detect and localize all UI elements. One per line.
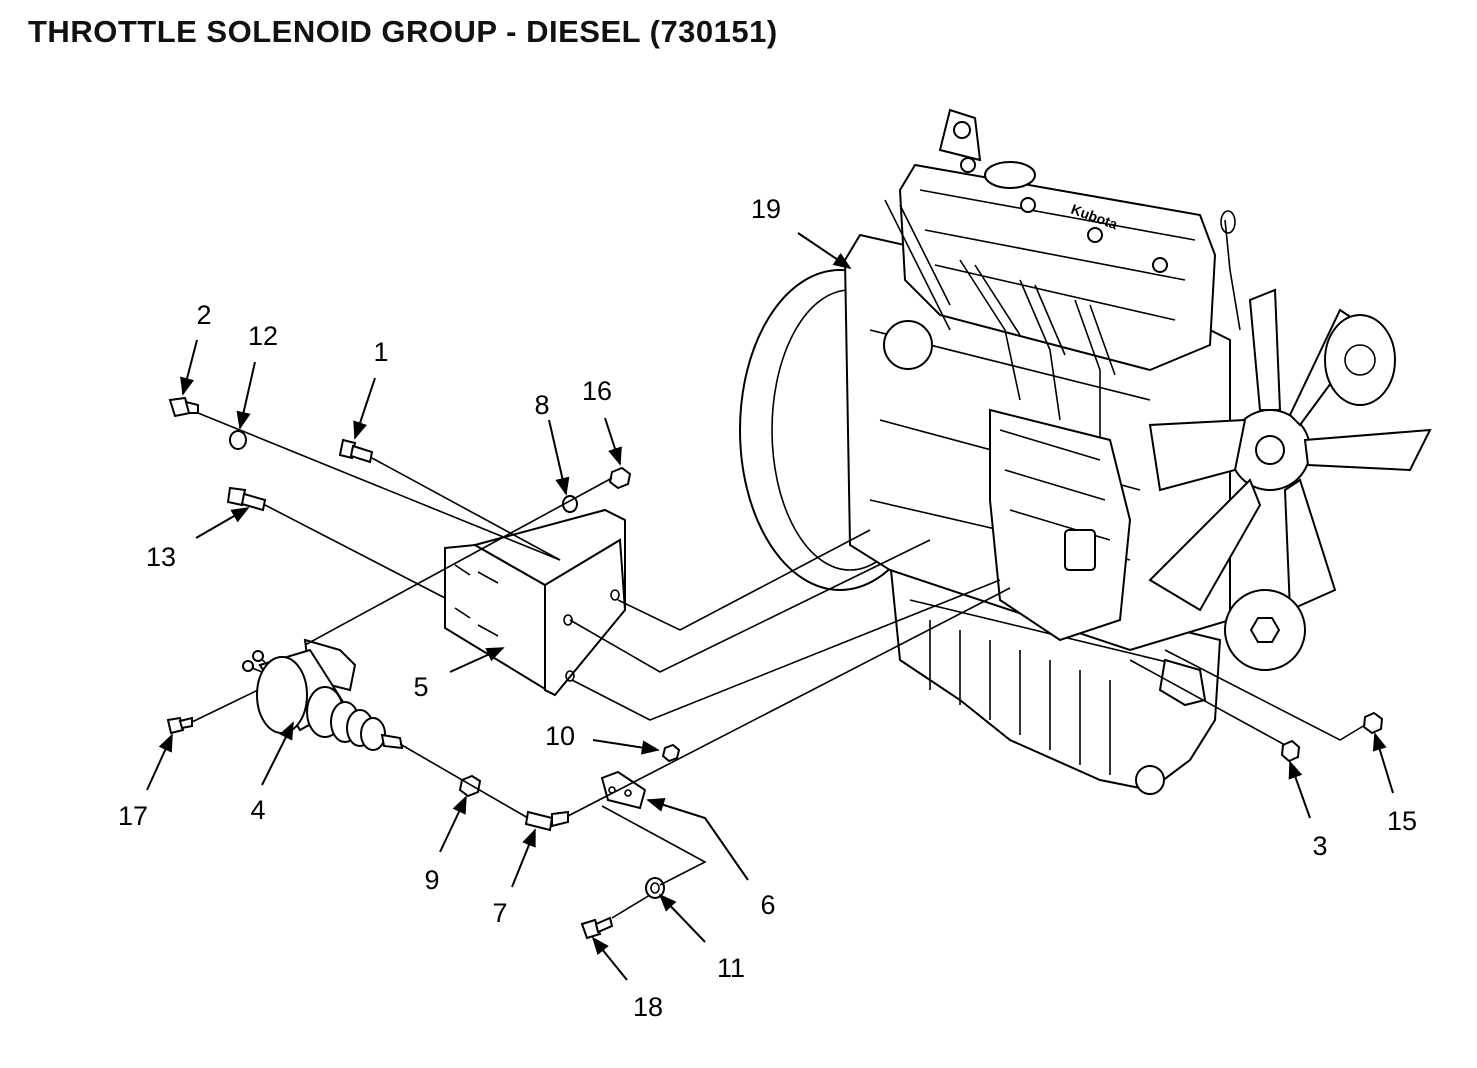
part-18-bolt [580, 916, 614, 940]
part-11-spacer [645, 877, 665, 899]
callout-3: 3 [1312, 831, 1327, 861]
callout-8: 8 [534, 390, 549, 420]
part-6-plate [600, 770, 647, 810]
part-3-nut [1280, 739, 1301, 763]
part-2-bolt [168, 396, 199, 418]
callout-16: 16 [582, 376, 612, 406]
callout-15: 15 [1387, 806, 1417, 836]
callout-7: 7 [492, 898, 507, 928]
callout-10: 10 [545, 721, 575, 751]
callout-1: 1 [373, 337, 388, 367]
part-10-nut [661, 743, 681, 763]
callout-6: 6 [760, 890, 775, 920]
part-1-bolt [338, 438, 374, 464]
callout-11: 11 [717, 953, 745, 983]
part-7-clevis [524, 810, 569, 832]
callout-12: 12 [248, 321, 278, 351]
diagram-title: THROTTLE SOLENOID GROUP - DIESEL (730151… [28, 14, 778, 49]
callout-labels: 2 12 1 8 16 13 5 17 4 9 7 10 6 11 18 3 1… [118, 194, 1417, 1022]
part-12-washer [229, 430, 247, 450]
callout-5: 5 [413, 672, 428, 702]
callout-9: 9 [424, 865, 439, 895]
callout-13: 13 [146, 542, 176, 572]
part-13-bolt [226, 486, 267, 512]
assembly-lines [191, 412, 1366, 919]
part-15-nut [1362, 711, 1384, 735]
callout-18: 18 [633, 992, 663, 1022]
part-16-nut [608, 466, 632, 490]
part-5-bracket [444, 508, 626, 697]
callout-19: 19 [751, 194, 781, 224]
callout-4: 4 [250, 795, 265, 825]
callout-17: 17 [118, 801, 148, 831]
engine-assembly: Kubota [739, 108, 1432, 795]
callout-2: 2 [196, 300, 211, 330]
part-17-screw [166, 716, 193, 735]
part-9-nut [458, 774, 482, 798]
callout-leaders [146, 232, 1394, 981]
part-4-solenoid [242, 638, 404, 751]
